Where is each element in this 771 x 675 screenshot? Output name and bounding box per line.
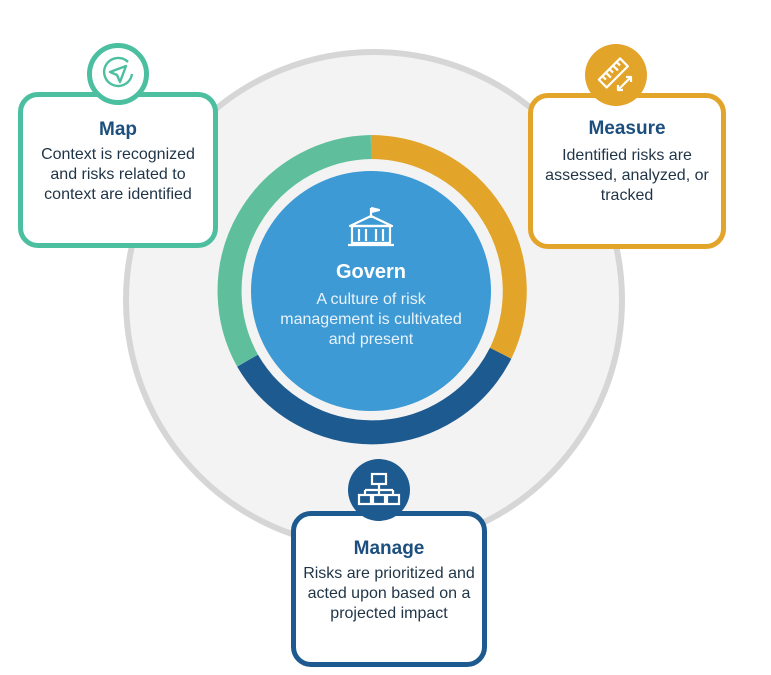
govern-title: Govern [335,261,407,283]
map-card: Map Context is recognized and risks rela… [18,92,218,248]
manage-title: Manage [353,538,425,559]
map-arc [217,135,372,367]
measure-arc [370,135,527,359]
map-description: Context is recognized and risks related … [41,146,195,203]
ruler-icon [597,57,633,92]
building-icon [348,206,394,247]
measure-badge [585,44,647,106]
govern-circle [251,171,491,411]
navigation-arrow-icon [102,56,134,88]
measure-description: Identified risks are assessed, analyzed,… [545,147,709,204]
govern-content: Govern A culture of risk management is c… [268,260,474,350]
measure-card: Measure Identified risks are assessed, a… [528,93,726,249]
manage-arc [237,347,512,445]
govern-description: A culture of risk management is cultivat… [280,291,462,348]
map-badge [87,43,149,105]
hierarchy-icon [357,472,401,506]
measure-title: Measure [588,118,666,139]
manage-card: Manage Risks are prioritized and acted u… [291,511,487,667]
manage-description: Risks are prioritized and acted upon bas… [303,565,475,622]
manage-badge [348,459,410,521]
map-title: Map [99,119,137,140]
